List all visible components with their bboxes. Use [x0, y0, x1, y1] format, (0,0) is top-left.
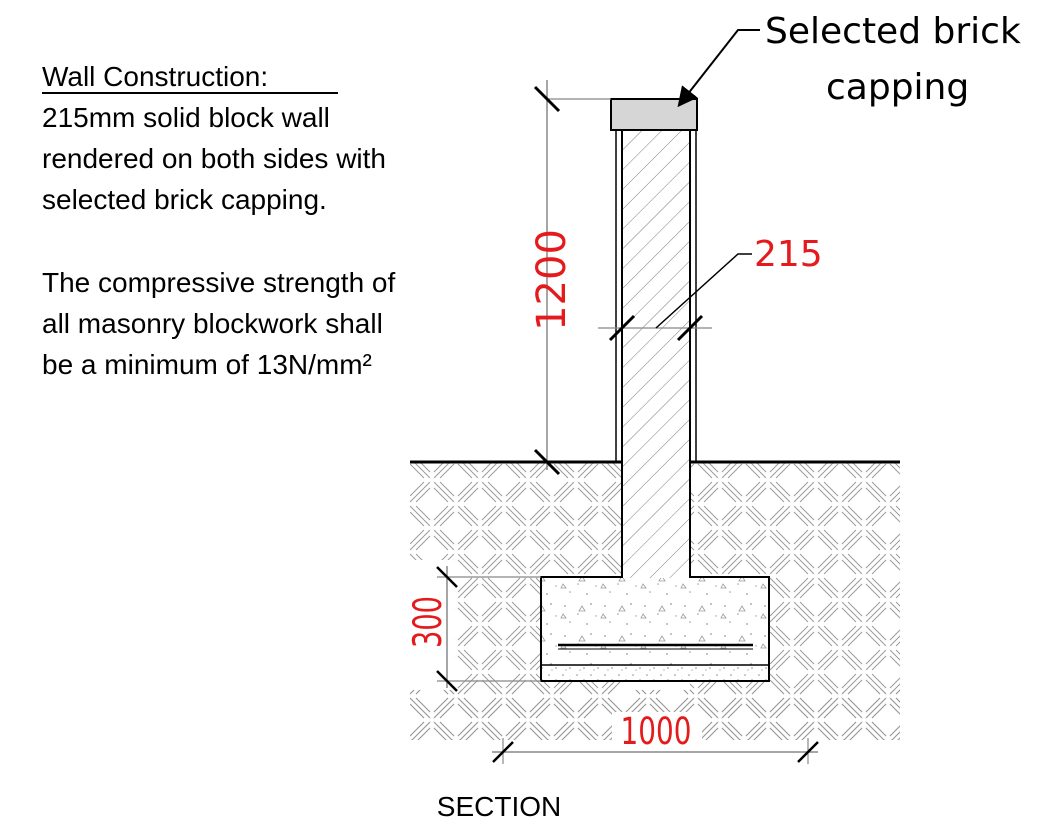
dimension-tick — [676, 314, 704, 342]
notes-line: 215mm solid block wall — [42, 102, 330, 133]
thickness-dimension-text: 215 — [754, 234, 823, 275]
height-dimension-text: 1200 — [529, 229, 575, 331]
height-dimension: 1200 — [529, 80, 611, 476]
notes-line: be a minimum of 13N/mm² — [42, 349, 372, 380]
dimension-tick — [436, 670, 458, 692]
width-dimension: 1000 — [492, 709, 819, 764]
capping-callout: Selected brick capping — [677, 11, 1021, 108]
notes-heading: Wall Construction: — [42, 61, 268, 92]
width-dimension-text: 1000 — [621, 709, 692, 753]
dimension-tick — [533, 85, 561, 113]
block-wall — [615, 130, 697, 578]
notes-line: all masonry blockwork shall — [42, 308, 383, 339]
construction-notes: Wall Construction: 215mm solid block wal… — [42, 61, 395, 380]
dimension-tick — [436, 566, 458, 588]
notes-line: rendered on both sides with — [42, 143, 386, 174]
concrete-footing — [540, 576, 770, 682]
callout-line: Selected brick — [765, 11, 1021, 52]
brick-capping — [610, 98, 698, 131]
thickness-dimension: 215 — [598, 234, 823, 342]
dimension-tick — [492, 741, 514, 763]
notes-line: The compressive strength of — [42, 267, 395, 298]
depth-dimension: 300 — [405, 560, 541, 692]
callout-line: capping — [826, 67, 969, 108]
dimension-tick — [797, 741, 819, 763]
dimension-tick — [608, 314, 636, 342]
notes-line: selected brick capping. — [42, 184, 327, 215]
section-caption: SECTION — [437, 791, 561, 822]
depth-dimension-text: 300 — [405, 596, 450, 648]
dimension-tick — [533, 448, 561, 476]
